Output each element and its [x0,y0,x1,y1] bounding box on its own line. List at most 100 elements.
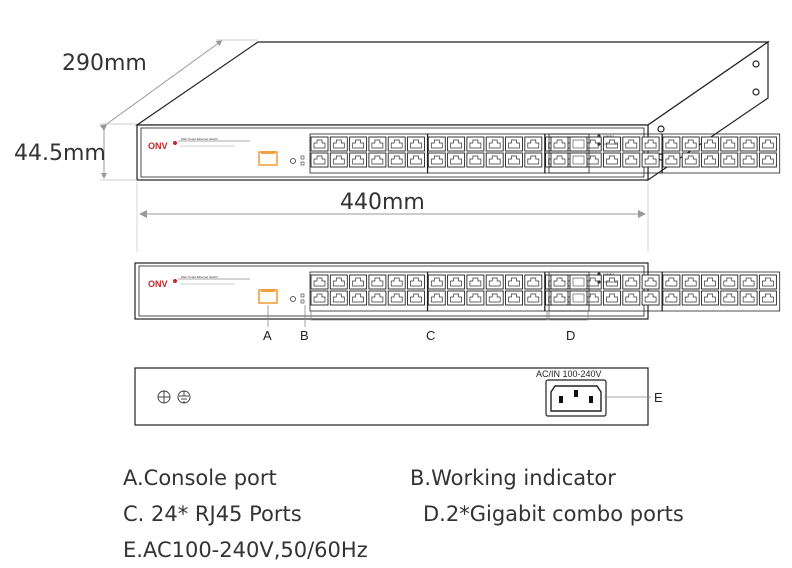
height-label: 44.5mm [14,141,106,166]
rj45-port [701,136,719,152]
ground-screw-icon [157,390,171,404]
rj45-port [641,136,660,152]
rj45-port [387,274,406,290]
rj45-port [447,290,466,306]
front-panel-flat: ONV Web Smart Ethernet Switch Link/Act 100/… [148,271,781,312]
rj45-port [387,136,406,152]
callout-a: A [263,328,272,343]
power-socket-icon [545,379,607,417]
rj45-port [368,152,387,168]
rj45-port [720,136,739,152]
rj45-port [739,274,758,290]
rj45-port [505,274,523,290]
callouts-front [267,305,589,327]
rj45-port [368,290,387,306]
rj45-port [603,290,621,306]
rj45-port [720,152,739,168]
sfp-port [569,152,588,168]
earth-ground-icon [177,390,191,404]
rj45-port [524,152,543,168]
status-led-label: Link/Act [603,134,614,138]
legend-d: D.2*Gigabit combo ports [423,502,684,526]
working-indicator-led [290,158,296,164]
legend-b: B.Working indicator [410,466,616,490]
rj45-port [310,136,329,152]
rj45-port [739,136,758,152]
rj45-port [407,136,425,152]
rj45-port [641,152,660,168]
callout-c: C [426,328,435,343]
rj45-port [368,274,387,290]
rj45-port [662,290,681,306]
rj45-port [720,274,739,290]
status-led-label: 100/1000M [603,280,619,284]
screw-icon [752,88,760,96]
rj45-port [466,152,485,168]
rj45-port [720,290,739,306]
rj45-port [622,274,641,290]
rj45-port [485,136,504,152]
rj45-port [681,136,700,152]
rj45-port [407,274,425,290]
rj45-port [329,152,348,168]
switch-front-face [136,124,649,181]
rj45-port [622,136,641,152]
dimension-depth: 290mm [62,39,258,131]
rj45-port [485,274,504,290]
rj45-port [387,152,406,168]
model-text: Web Smart Ethernet Switch [181,275,218,279]
rj45-port [701,274,719,290]
brand-dot-icon [173,279,177,283]
status-led-icon [597,134,601,138]
status-led-icon [597,142,601,146]
brand-text: ONV [148,141,168,151]
screw-icon [752,60,760,68]
legend-e: E.AC100-240V,50/60Hz [123,538,368,562]
rj45-port [310,152,329,168]
sfp-port [569,136,588,152]
power-label: AC/IN 100-240V [536,369,602,379]
onv-logo: ONV Web Smart Ethernet Switch [148,275,250,289]
rj45-port [758,152,777,168]
rj45-port [387,290,406,306]
rj45-port [466,290,485,306]
status-led-label: Link/Act [603,272,614,276]
rj45-port [758,290,777,306]
rj45-port [349,136,368,152]
rj45-port [407,152,425,168]
rj45-port [603,152,621,168]
rj45-port [329,274,348,290]
rj45-port [447,152,466,168]
rj45-port [447,274,466,290]
working-indicator-led [290,296,296,302]
rj45-port [505,136,523,152]
model-text: Web Smart Ethernet Switch [181,137,218,141]
rj45-port [407,290,425,306]
rj45-port [349,152,368,168]
brand-text: ONV [148,279,168,289]
rj45-port [662,274,681,290]
rj45-port [427,136,446,152]
status-led-label: 100/1000M [603,142,619,146]
combo-rj45-port [550,136,569,152]
legend-a: A.Console port [123,466,277,490]
rj45-port [583,136,602,152]
rj45-port [427,152,446,168]
rj45-port [701,290,719,306]
dimension-width: 440mm [136,182,649,252]
rj45-port [427,290,446,306]
combo-rj45-port [550,274,569,290]
rj45-port [368,136,387,152]
width-label: 440mm [340,190,425,215]
rj45-port [485,290,504,306]
rj45-port [329,136,348,152]
switch-3d-view [135,40,770,182]
rj45-port [524,136,543,152]
rj45-port [662,152,681,168]
rj45-port [662,136,681,152]
rj45-port [349,290,368,306]
rj45-port [739,290,758,306]
rj45-port [505,152,523,168]
combo-rj45-port [550,152,569,168]
rj45-port [583,290,602,306]
